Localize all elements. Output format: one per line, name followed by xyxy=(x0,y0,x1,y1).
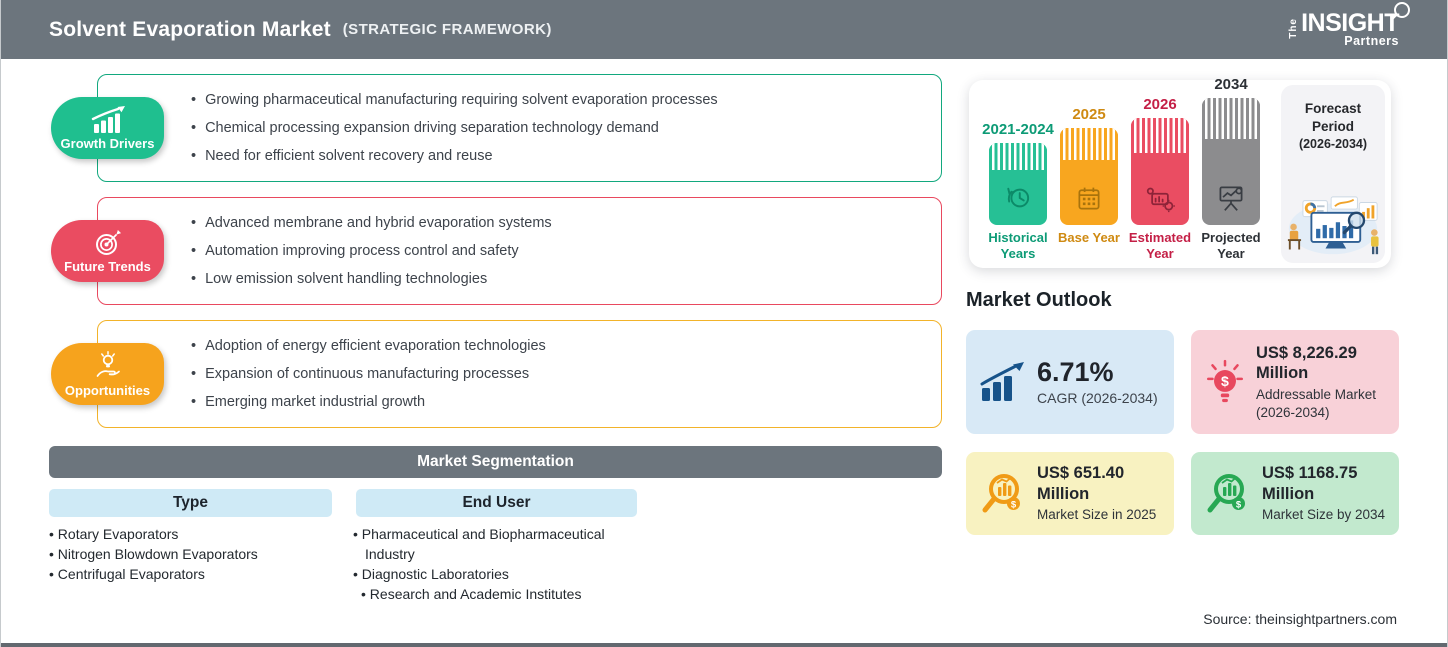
list-item: Adoption of energy efficient evaporation… xyxy=(191,338,928,354)
list-item: Low emission solvent handling technologi… xyxy=(191,271,928,287)
cagr-card: 6.71% CAGR (2026-2034) xyxy=(966,330,1174,434)
list-item: Nitrogen Blowdown Evaporators xyxy=(49,544,341,564)
page-title: Solvent Evaporation Market xyxy=(49,17,331,41)
addressable-market-value: US$ 8,226.29 Million xyxy=(1256,343,1357,383)
list-item: Advanced membrane and hybrid evaporation… xyxy=(191,215,928,231)
forecast-timeline-panel: 2021-2024 2025 xyxy=(969,76,1391,268)
list-item: Rotary Evaporators xyxy=(49,524,341,544)
cagr-caption: CAGR (2026-2034) xyxy=(1037,389,1158,406)
addressable-market-caption: Addressable Market (2026-2034) xyxy=(1256,387,1377,420)
list-item: Need for efficient solvent recovery and … xyxy=(191,148,928,164)
list-item: Expansion of continuous manufacturing pr… xyxy=(191,366,928,382)
bottom-strip xyxy=(1,643,1447,647)
segment-type-header: Type xyxy=(49,489,332,517)
analytics-illustration xyxy=(1287,196,1379,255)
timeline-year: 2026 xyxy=(1143,96,1177,113)
magnifier-chart-orange-icon: $ xyxy=(982,473,1020,512)
future-trends-badge: Future Trends xyxy=(51,220,164,282)
logo-insight-text: INSIGHT xyxy=(1301,9,1399,37)
bulb-dollar-icon: $ xyxy=(1207,359,1243,403)
addressable-market-card: $ US$ 8,226.29 Million Addressable Marke… xyxy=(1191,330,1399,434)
growth-drivers-section: Growth Drivers Growing pharmaceutical ma… xyxy=(49,74,942,182)
badge-label: Growth Drivers xyxy=(60,135,155,151)
logo-the-text: The xyxy=(1288,18,1300,39)
badge-label: Opportunities xyxy=(64,382,151,398)
growth-chart-icon xyxy=(91,105,125,133)
timeline-label: Base Year xyxy=(1058,230,1120,245)
magnifier-icon xyxy=(1394,2,1410,18)
timeline-label: Projected Year xyxy=(1201,230,1261,261)
timeline-bar-historical: 2021-2024 xyxy=(982,121,1054,225)
estimate-chart-icon xyxy=(1146,187,1175,213)
insight-partners-logo: The INSIGHT Partners xyxy=(1288,2,1410,48)
svg-text:$: $ xyxy=(1011,499,1017,510)
projection-screen-icon xyxy=(1219,186,1243,211)
list-item: Automation improving process control and… xyxy=(191,243,928,259)
list-item: Centrifugal Evaporators xyxy=(49,564,341,584)
growth-drivers-badge: Growth Drivers xyxy=(51,97,164,159)
svg-text:$: $ xyxy=(1236,499,1242,510)
logo-partners-text: Partners xyxy=(1344,34,1399,48)
calendar-icon xyxy=(1078,187,1100,210)
list-item: Growing pharmaceutical manufacturing req… xyxy=(191,92,928,108)
list-item: Research and Academic Institutes xyxy=(361,584,649,604)
timeline-year: 2025 xyxy=(1072,106,1106,123)
opportunities-section: Opportunities Adoption of energy efficie… xyxy=(49,320,942,428)
segment-type-list: Rotary Evaporators Nitrogen Blowdown Eva… xyxy=(49,524,341,584)
market-outlook-title: Market Outlook xyxy=(966,289,1112,311)
market-size-2034-card: $ US$ 1168.75 Million Market Size by 203… xyxy=(1191,452,1399,535)
future-trends-section: Future Trends Advanced membrane and hybr… xyxy=(49,197,942,305)
idea-hand-icon xyxy=(96,350,120,377)
segment-enduser-list: Pharmaceutical and Biopharmaceutical Ind… xyxy=(353,524,649,604)
forecast-period-panel: Forecast Period (2026-2034) xyxy=(1281,85,1385,263)
list-item: Emerging market industrial growth xyxy=(191,394,928,410)
history-clock-icon xyxy=(1007,187,1030,208)
market-size-2025-value: US$ 651.40 Million xyxy=(1037,464,1125,503)
opportunities-badge: Opportunities xyxy=(51,343,164,405)
source-attribution: Source: theinsightpartners.com xyxy=(1203,611,1397,627)
timeline-label: Estimated Year xyxy=(1128,230,1192,261)
growth-drivers-list: Growing pharmaceutical manufacturing req… xyxy=(191,74,928,182)
cagr-growth-icon xyxy=(980,362,1024,401)
list-item: Pharmaceutical and Biopharmaceutical Ind… xyxy=(353,524,649,564)
target-icon xyxy=(95,230,121,255)
magnifier-chart-green-icon: $ xyxy=(1207,473,1245,512)
timeline-bar-estimated: 2026 xyxy=(1131,96,1189,225)
market-size-2025-card: $ US$ 651.40 Million Market Size in 2025 xyxy=(966,452,1174,535)
market-size-2034-caption: Market Size by 2034 xyxy=(1262,507,1386,523)
badge-label: Future Trends xyxy=(64,259,151,274)
cagr-value: 6.71% xyxy=(1037,357,1114,388)
list-item: Diagnostic Laboratories xyxy=(353,564,649,584)
svg-text:$: $ xyxy=(1221,373,1229,389)
page-subtitle: (STRATEGIC FRAMEWORK) xyxy=(342,21,552,38)
opportunities-list: Adoption of energy efficient evaporation… xyxy=(191,320,928,428)
header-bar: Solvent Evaporation Market (STRATEGIC FR… xyxy=(1,0,1447,59)
timeline-year: 2021-2024 xyxy=(982,121,1054,138)
market-size-2034-value: US$ 1168.75 Million xyxy=(1262,464,1358,503)
market-size-2025-caption: Market Size in 2025 xyxy=(1037,507,1157,523)
segment-enduser-header: End User xyxy=(356,489,637,517)
forecast-period-title: Forecast Period xyxy=(1304,101,1362,134)
timeline-bar-projected: 2034 xyxy=(1202,76,1260,225)
timeline-label: Historical Years xyxy=(988,230,1048,261)
list-item: Chemical processing expansion driving se… xyxy=(191,120,928,136)
market-segmentation-header: Market Segmentation xyxy=(49,446,942,478)
timeline-year: 2034 xyxy=(1214,76,1248,93)
future-trends-list: Advanced membrane and hybrid evaporation… xyxy=(191,197,928,305)
timeline-bar-base: 2025 xyxy=(1060,106,1118,225)
forecast-period-range: (2026-2034) xyxy=(1298,137,1368,152)
